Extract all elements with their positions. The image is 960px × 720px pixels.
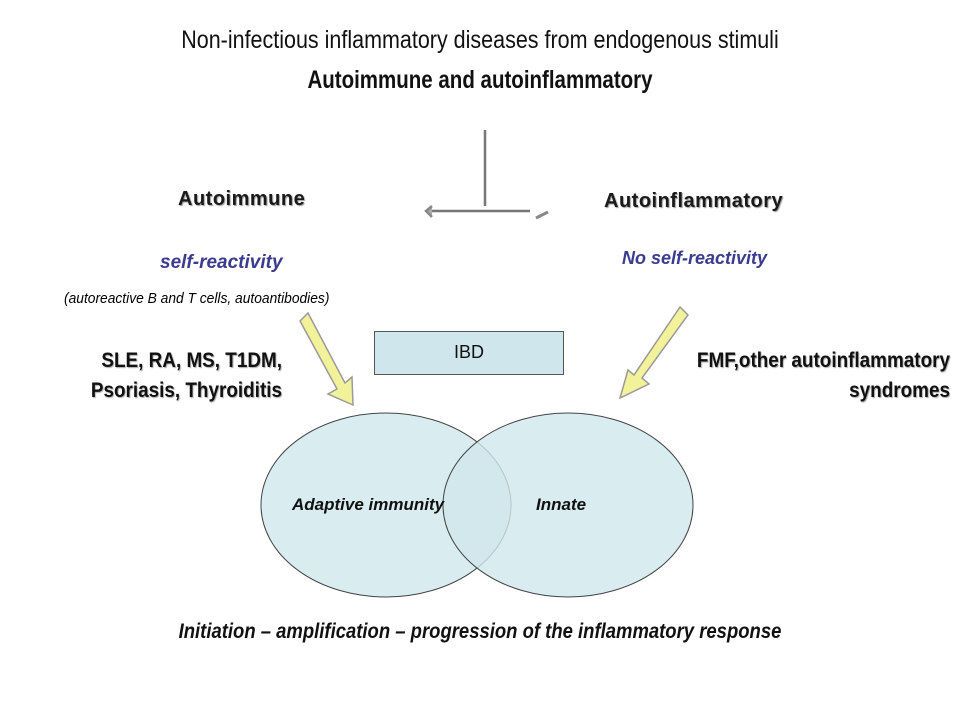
autoinflammatory-diseases-line2: syndromes bbox=[849, 379, 950, 402]
no-self-reactivity-label: No self-reactivity bbox=[622, 248, 768, 268]
adaptive-immunity-label: Adaptive immunity bbox=[292, 495, 445, 514]
innate-circle bbox=[442, 412, 694, 598]
autoinflammatory-heading: Autoinflammatory bbox=[604, 190, 784, 212]
left-arrow bbox=[299, 311, 354, 407]
ibd-box: IBD bbox=[374, 331, 564, 375]
page-title: Non-infectious inflammatory diseases fro… bbox=[181, 26, 779, 54]
autoimmune-diseases-line1: SLE, RA, MS, T1DM, bbox=[101, 349, 282, 372]
autoinflammatory-diseases-line1: FMF,other autoinflammatory bbox=[696, 349, 950, 372]
self-reactivity-label: self-reactivity bbox=[160, 252, 283, 273]
autoimmune-diseases-line2: Psoriasis, Thyroiditis bbox=[90, 379, 282, 402]
right-arrow bbox=[618, 305, 689, 400]
autoinflammatory-diseases: FMF,other autoinflammatory syndromes bbox=[635, 346, 950, 406]
split-connector bbox=[424, 130, 549, 220]
footer-caption: Initiation – amplification – progression… bbox=[178, 620, 782, 643]
innate-label: Innate bbox=[536, 495, 587, 514]
page-subtitle: Autoimmune and autoinflammatory bbox=[307, 66, 653, 94]
autoimmune-heading: Autoimmune bbox=[178, 188, 306, 210]
autoimmune-diseases: SLE, RA, MS, T1DM, Psoriasis, Thyroiditi… bbox=[46, 346, 282, 406]
autoreactive-detail: (autoreactive B and T cells, autoantibod… bbox=[64, 290, 330, 307]
